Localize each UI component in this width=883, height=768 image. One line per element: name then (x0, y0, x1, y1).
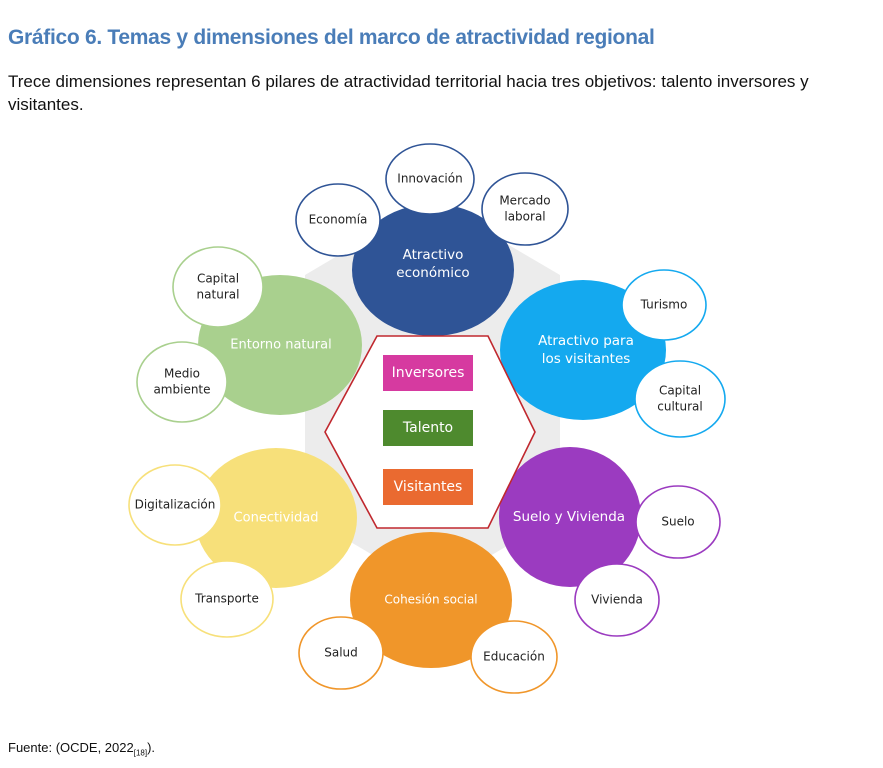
pillar-label-natural: Entorno natural (230, 338, 331, 353)
dimension-label: Suelo (661, 515, 694, 529)
dimension-label: Mercado (499, 194, 550, 208)
dimension-circle (136, 341, 228, 423)
objective-box (383, 355, 473, 391)
dimension-label: cultural (657, 399, 702, 413)
pillar-economico (352, 204, 514, 336)
pillar-label-suelo: Suelo y Vivienda (513, 509, 625, 525)
dimension-circle (295, 183, 381, 257)
chart-subtitle: Trece dimensiones representan 6 pilares … (8, 72, 809, 114)
source-note: Fuente: (OCDE, 2022[18]). (8, 740, 155, 758)
dimension-label: laboral (504, 209, 545, 223)
pillar-label-visitantes: los visitantes (542, 351, 631, 367)
source-suffix: ). (147, 740, 156, 755)
dimension-label: Capital (659, 384, 701, 398)
dimension-label: Innovación (397, 172, 462, 186)
dimension-circle (634, 360, 726, 438)
pillar-cohesion (350, 532, 512, 668)
pillar-label-economico: económico (396, 265, 469, 281)
dimension-label: Capital (197, 272, 239, 286)
objective-box (383, 469, 473, 505)
objective-label: Visitantes (394, 479, 463, 495)
dimension-circle (128, 464, 222, 546)
dimension-label: Economía (309, 213, 368, 227)
dimension-label: Salud (324, 646, 358, 660)
dimension-label: natural (197, 287, 240, 301)
dimension-label: Turismo (640, 298, 688, 312)
source-text: Fuente: (OCDE, 2022 (8, 740, 134, 755)
dimension-label: Transporte (194, 592, 259, 606)
dimension-circle (172, 246, 264, 328)
dimension-label: Vivienda (591, 593, 643, 607)
pillar-label-cohesion: Cohesión social (384, 593, 477, 607)
objective-box (383, 410, 473, 446)
dimension-circle (470, 620, 558, 694)
dimension-label: Medio (164, 367, 200, 381)
dimension-circle (481, 172, 569, 246)
objective-label: Inversores (392, 365, 465, 381)
dimension-circle (298, 616, 384, 690)
dimension-circle (385, 143, 475, 215)
dimension-label: ambiente (153, 382, 210, 396)
source-reference: [18] (133, 748, 148, 758)
dimension-label: Digitalización (135, 498, 216, 512)
pillar-conectividad (195, 448, 357, 588)
dimension-circle (180, 560, 274, 638)
dimension-label: Educación (483, 650, 545, 664)
pillar-suelo (499, 447, 641, 587)
dimension-circle (621, 269, 707, 341)
pillar-label-economico: Atractivo (403, 247, 464, 263)
objective-label: Talento (402, 420, 453, 436)
pillar-label-conectividad: Conectividad (234, 511, 319, 526)
dimension-circle (635, 485, 721, 559)
pillar-label-visitantes: Atractivo para (538, 333, 634, 349)
dimension-circle (574, 563, 660, 637)
chart-title: Gráfico 6. Temas y dimensiones del marco… (8, 26, 655, 49)
